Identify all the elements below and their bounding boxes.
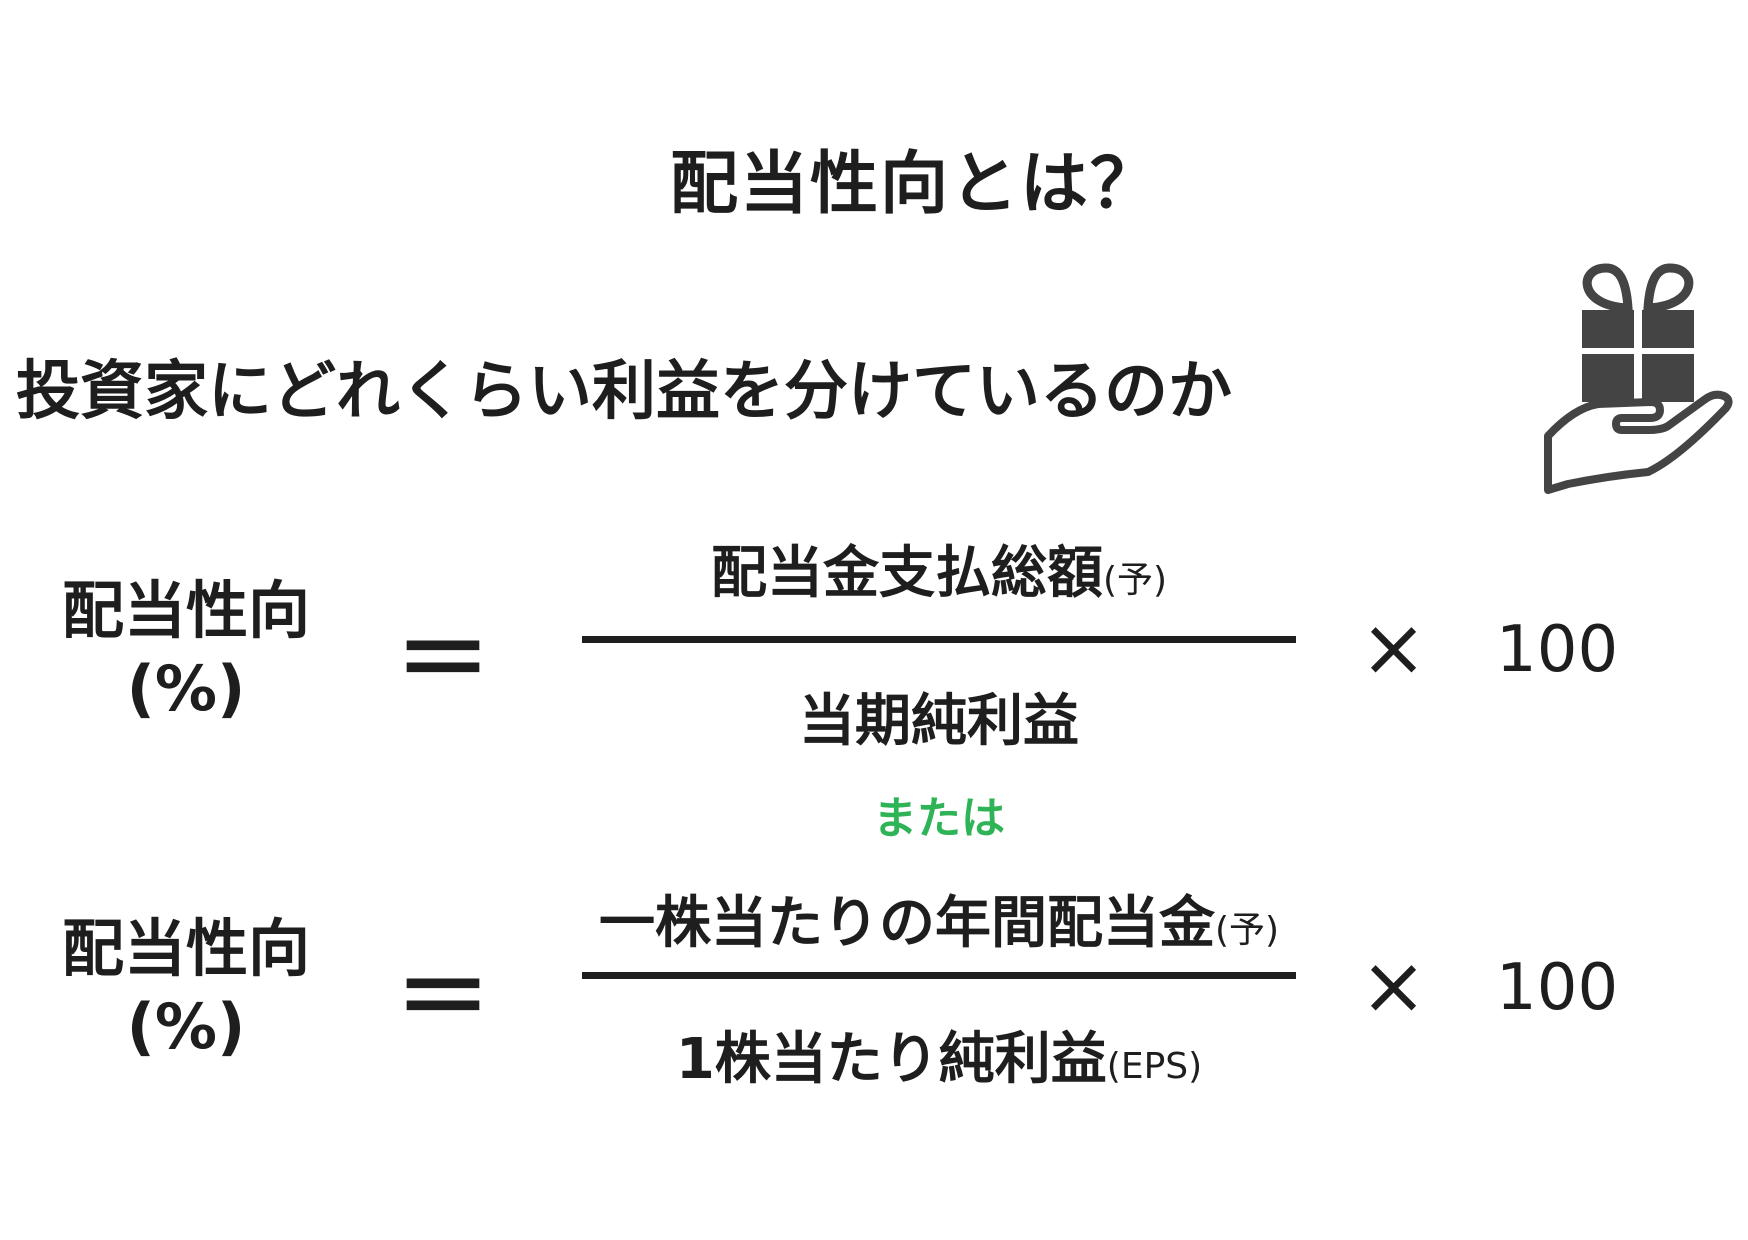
formula-lhs: 配当性向 (%) <box>36 910 336 1066</box>
denominator-text: 当期純利益 <box>799 689 1079 754</box>
numerator-suffix: (予) <box>1214 910 1280 951</box>
or-separator: または <box>873 793 1005 844</box>
numerator: 一株当たりの年間配当金(予) <box>582 878 1296 959</box>
lhs-unit: (%) <box>126 652 246 725</box>
formula-per-share: 配当性向 (%) ＝ 一株当たりの年間配当金(予) 1株当たり純利益(EPS) … <box>0 858 1748 1158</box>
denominator-text: 1株当たり純利益 <box>675 1027 1107 1092</box>
multiplier: 100 <box>1496 951 1619 1025</box>
fraction-bar <box>582 972 1296 979</box>
lhs-unit: (%) <box>126 990 246 1063</box>
denominator: 当期純利益 <box>582 676 1296 757</box>
lhs-label: 配当性向 <box>61 574 310 647</box>
multiply-sign: × <box>1360 939 1428 1032</box>
numerator-text: 一株当たりの年間配当金 <box>598 891 1215 956</box>
multiply-sign: × <box>1360 601 1428 694</box>
formula-lhs: 配当性向 (%) <box>36 572 336 728</box>
equals-sign: ＝ <box>395 942 491 1054</box>
numerator-suffix: (予) <box>1102 560 1168 601</box>
lhs-label: 配当性向 <box>61 912 310 985</box>
multiplier: 100 <box>1496 613 1619 687</box>
denominator: 1株当たり純利益(EPS) <box>582 1014 1296 1095</box>
formula-total: 配当性向 (%) ＝ 配当金支払総額(予) 当期純利益 × 100 <box>0 520 1748 820</box>
equals-sign: ＝ <box>395 604 491 716</box>
fraction-bar <box>582 636 1296 643</box>
gift-on-hand-icon <box>1544 263 1733 494</box>
numerator: 配当金支払総額(予) <box>582 528 1296 609</box>
numerator-text: 配当金支払総額 <box>710 541 1103 606</box>
denominator-suffix: (EPS) <box>1106 1046 1203 1087</box>
subtitle: 投資家にどれくらい利益を分けているのか <box>16 355 1232 429</box>
page-title: 配当性向とは？ <box>669 145 1160 224</box>
